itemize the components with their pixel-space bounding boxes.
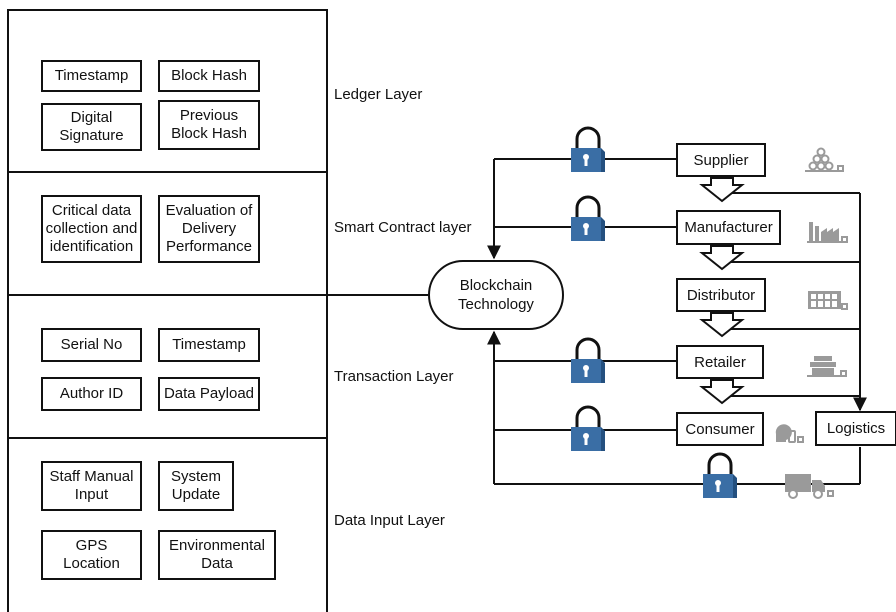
distributor-node: Distributor [676, 278, 766, 312]
blockchain-technology-node: Blockchain Technology [428, 260, 564, 330]
pipes-stack-icon [805, 147, 844, 172]
ledger-timestamp-box: Timestamp [41, 60, 142, 92]
contract-critical-data-box: Critical data collection and identificat… [41, 195, 142, 263]
ledger-layer-label: Ledger Layer [334, 86, 423, 103]
smart-contract-layer-label: Smart Contract layer [334, 219, 472, 236]
person-phone-icon [775, 424, 804, 443]
factory-icon [807, 222, 848, 243]
padlock-icon [571, 337, 605, 383]
shop-icon [807, 356, 847, 377]
retailer-node: Retailer [676, 345, 764, 379]
logistics-node: Logistics [815, 411, 896, 446]
data-input-layer-label: Data Input Layer [334, 512, 445, 529]
transaction-data-payload-box: Data Payload [158, 377, 260, 411]
input-staff-manual-box: Staff Manual Input [41, 461, 142, 511]
transaction-layer-label: Transaction Layer [334, 368, 454, 385]
transaction-timestamp-box: Timestamp [158, 328, 260, 362]
flow-arrows [699, 177, 745, 405]
padlock-icon [571, 405, 605, 451]
supplier-node: Supplier [676, 143, 766, 177]
input-environmental-data-box: Environmental Data [158, 530, 276, 580]
transaction-serial-no-box: Serial No [41, 328, 142, 362]
input-gps-location-box: GPS Location [41, 530, 142, 580]
padlock-icon [571, 126, 605, 172]
transaction-author-id-box: Author ID [41, 377, 142, 411]
truck-icon [785, 474, 834, 499]
ledger-digital-signature-box: Digital Signature [41, 103, 142, 151]
padlock-icon [703, 452, 737, 498]
warehouse-icon [808, 291, 848, 310]
input-system-update-box: System Update [158, 461, 234, 511]
layer-stack-frame [7, 9, 328, 612]
padlock-icon [571, 195, 605, 241]
ledger-block-hash-box: Block Hash [158, 60, 260, 92]
consumer-node: Consumer [676, 412, 764, 446]
manufacturer-node: Manufacturer [676, 210, 781, 245]
contract-delivery-performance-box: Evaluation of Delivery Performance [158, 195, 260, 263]
ledger-previous-block-hash-box: Previous Block Hash [158, 100, 260, 150]
